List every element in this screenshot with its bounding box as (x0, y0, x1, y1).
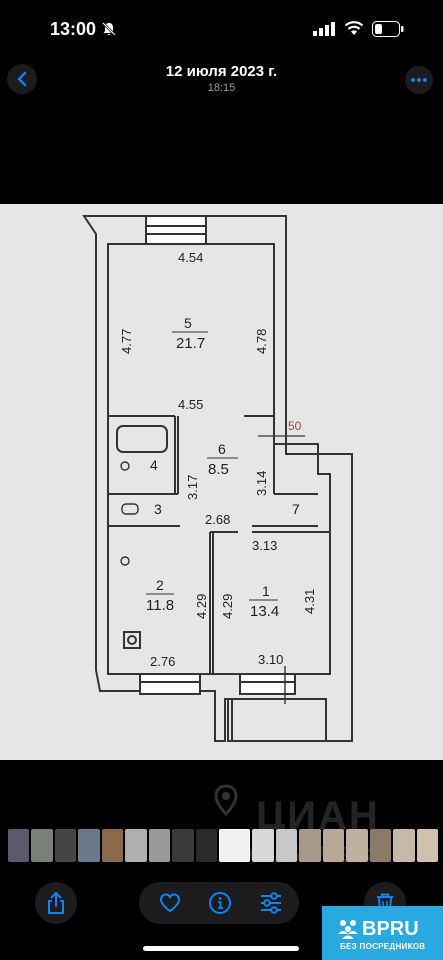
thumbnail[interactable] (101, 829, 124, 862)
adjust-button[interactable] (259, 891, 283, 915)
thumbnail[interactable] (416, 829, 438, 862)
thumbnail[interactable] (172, 829, 194, 862)
location-pin-icon (214, 784, 238, 816)
dim-label: 4.78 (254, 329, 269, 354)
dim-label-red: 50 (288, 419, 302, 433)
thumbnail[interactable] (369, 829, 392, 862)
battery-icon (372, 21, 404, 42)
thumbnail[interactable] (346, 829, 368, 862)
room-number: 5 (184, 315, 192, 331)
photo-date: 12 июля 2023 г. (165, 63, 278, 80)
thumbnail[interactable] (78, 829, 100, 862)
status-bar: 13:00 (0, 0, 443, 60)
dim-label: 3.13 (252, 538, 277, 553)
share-button[interactable] (35, 882, 77, 924)
adjust-icon (261, 892, 281, 914)
chevron-left-icon (17, 71, 27, 87)
dim-label: 4.55 (178, 397, 203, 412)
thumbnail[interactable] (299, 829, 321, 862)
home-indicator[interactable] (143, 946, 299, 951)
room-number: 2 (156, 577, 164, 593)
photo-nav-bar: 12 июля 2023 г. 18:15 (0, 60, 443, 100)
thumbnail[interactable] (275, 829, 298, 862)
room-area: 11.8 (146, 597, 174, 614)
bpru-badge: BPRU БЕЗ ПОСРЕДНИКОВ (322, 906, 443, 960)
room-number: 7 (292, 501, 300, 517)
dim-label: 4.29 (194, 594, 209, 619)
thumbnail[interactable] (148, 829, 171, 862)
thumbnail-strip[interactable] (8, 829, 438, 862)
thumbnail[interactable] (393, 829, 415, 862)
dim-label: 2.76 (150, 654, 175, 669)
people-logo-icon (338, 920, 358, 939)
room-area: 13.4 (250, 603, 279, 620)
info-button[interactable] (208, 891, 232, 915)
badge-tagline: БЕЗ ПОСРЕДНИКОВ (340, 942, 426, 951)
thumbnail[interactable] (195, 829, 218, 862)
status-time: 13:00 (50, 19, 97, 39)
floor-plan-photo[interactable]: 4.54 4.77 4.78 4.55 3.17 3.14 2.68 3.13 … (0, 204, 443, 760)
favorite-button[interactable] (158, 891, 182, 915)
dim-label: 4.29 (220, 594, 235, 619)
cellular-signal-icon (313, 22, 335, 41)
room-area: 8.5 (208, 461, 229, 478)
room-number: 4 (150, 457, 158, 473)
thumbnail[interactable] (8, 829, 30, 862)
dim-label: 4.31 (302, 589, 317, 614)
thumbnail[interactable] (322, 829, 345, 862)
dim-label: 2.68 (205, 512, 230, 527)
badge-name: BPRU (362, 918, 419, 940)
heart-icon (159, 893, 181, 913)
silent-bell-icon (101, 21, 117, 42)
dim-label: 4.77 (119, 329, 134, 354)
room-number: 1 (262, 583, 270, 599)
dim-label: 3.10 (258, 652, 283, 667)
room-number: 3 (154, 501, 162, 517)
bottom-toolbar (0, 880, 443, 926)
action-pill (139, 882, 299, 924)
thumbnail[interactable] (31, 829, 53, 862)
wifi-icon (344, 20, 364, 41)
back-button[interactable] (7, 64, 37, 94)
thumbnail[interactable] (54, 829, 77, 862)
dim-label: 4.54 (178, 250, 203, 265)
dim-label: 3.14 (254, 471, 269, 496)
thumbnail[interactable] (252, 829, 274, 862)
thumbnail[interactable] (125, 829, 147, 862)
share-icon (48, 891, 64, 914)
thumbnail-selected[interactable] (219, 829, 251, 862)
photo-time: 18:15 (207, 82, 236, 94)
more-button[interactable] (405, 66, 433, 94)
ellipsis-icon (411, 78, 427, 82)
room-area: 21.7 (176, 335, 205, 352)
info-icon (209, 892, 231, 914)
dim-label: 3.17 (185, 475, 200, 500)
room-number: 6 (218, 441, 226, 457)
